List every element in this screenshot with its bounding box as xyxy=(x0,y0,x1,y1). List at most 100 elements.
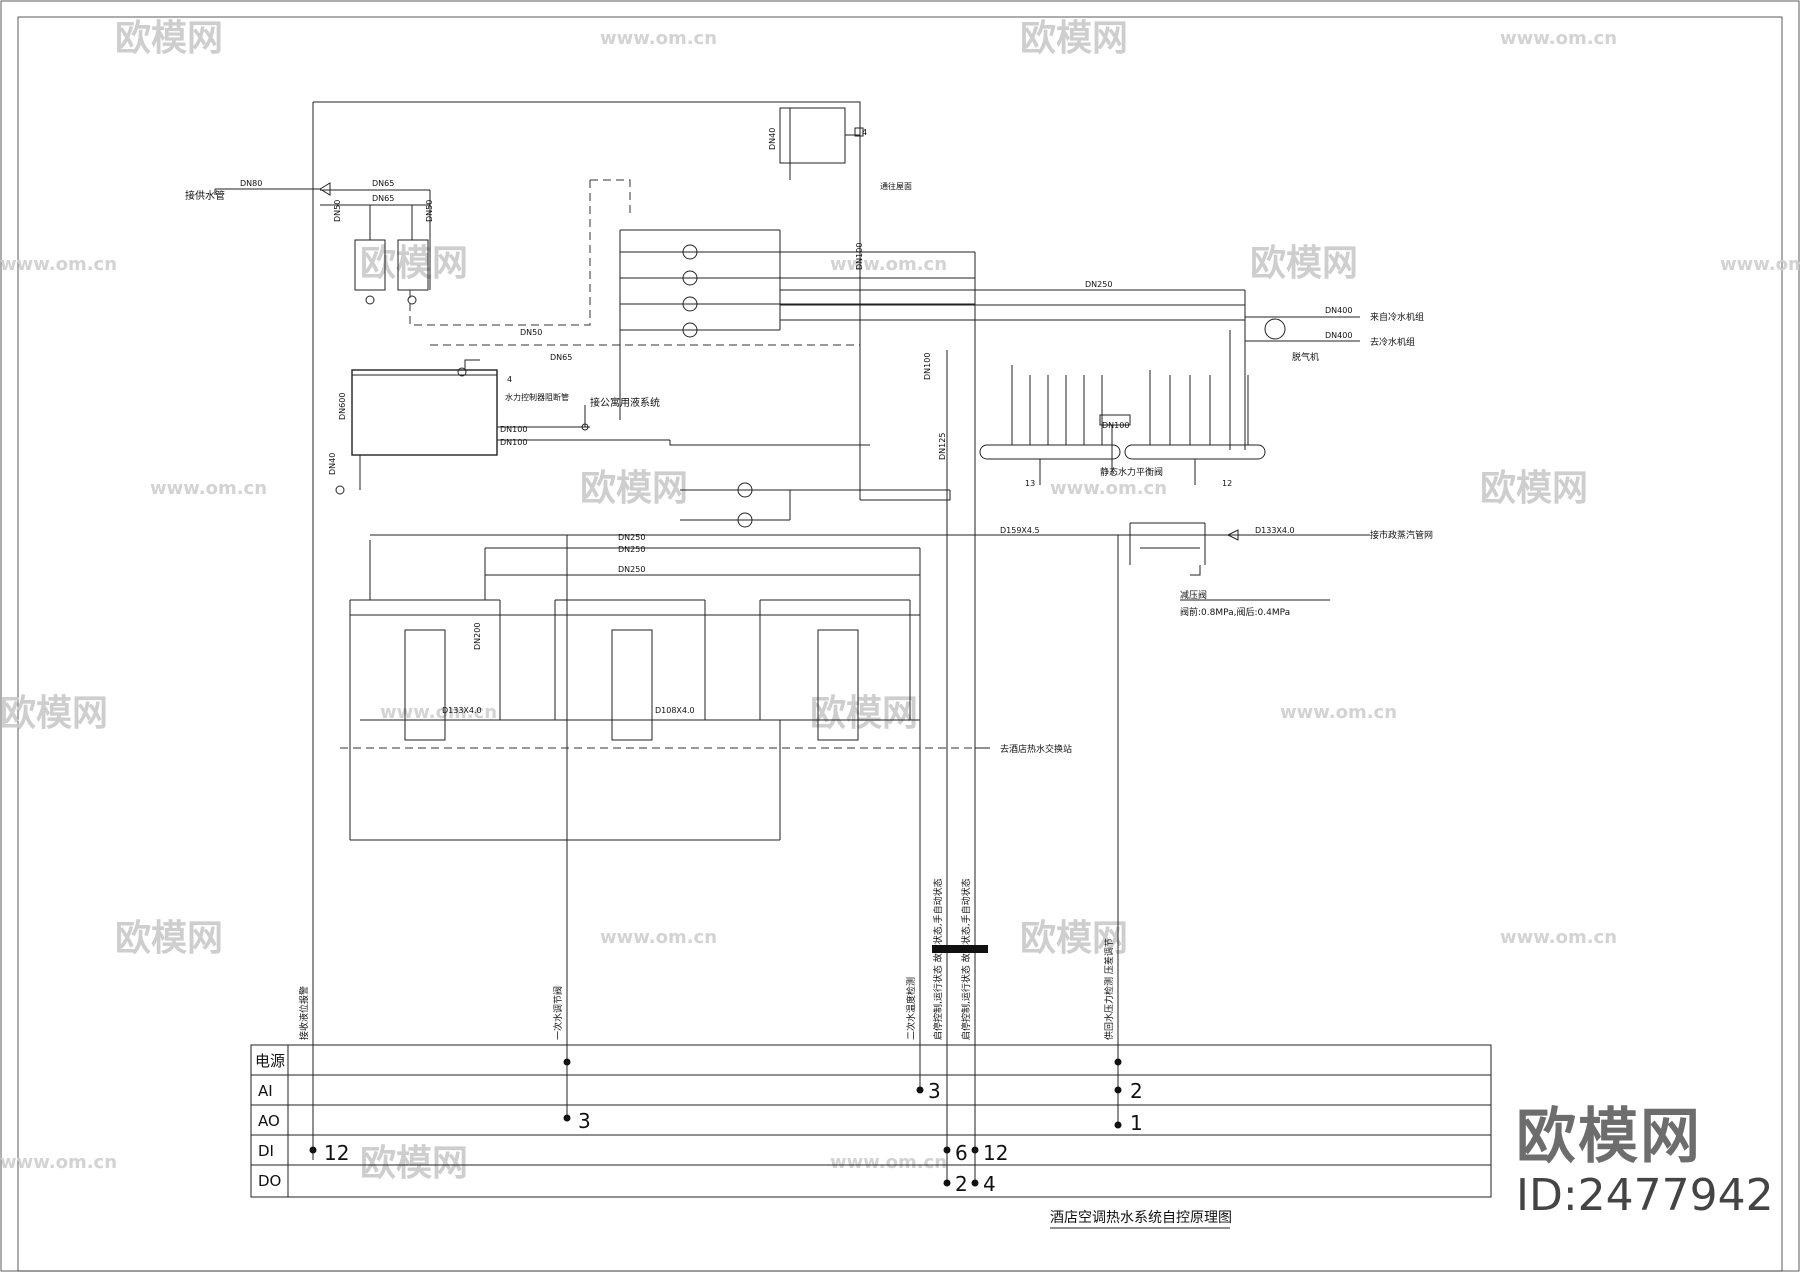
signal-pump-status-b: 启停控制,运行状态 故障状态,手自动状态 xyxy=(960,878,972,1040)
row-do: DO xyxy=(258,1172,281,1190)
makeup-tank-icon xyxy=(351,369,498,456)
collector-icon xyxy=(1124,444,1266,460)
watermark-logo: 欧模网 xyxy=(360,1143,468,1184)
row-ao: AO xyxy=(258,1112,280,1130)
drawing-frame xyxy=(17,16,1783,1272)
diagram-title: 酒店空调热水系统自控原理图 xyxy=(1050,1210,1232,1226)
pump-icon xyxy=(682,322,698,338)
watermark-logo: 欧模网 xyxy=(1250,243,1358,284)
signal-pump-status-a: 启停控制,运行状态 故障状态,手自动状态 xyxy=(932,878,944,1040)
watermark-url: www.om.cn xyxy=(1500,927,1617,948)
label-box-4: 4 xyxy=(507,375,512,384)
heat-exchanger-icon xyxy=(759,599,911,741)
watermark-url: www.om.cn xyxy=(600,927,717,948)
brand-logo-text: 欧模网 xyxy=(1516,1102,1702,1172)
softener-tank-icon xyxy=(397,239,429,291)
signal-primary-valve: 一次水调节阀 xyxy=(552,986,564,1040)
label-water-treat: 水力控制器阻断管 xyxy=(505,392,569,402)
label-water-supply: 接供水管 xyxy=(185,189,225,202)
label-dn200: DN200 xyxy=(473,623,482,650)
label-dn50: DN50 xyxy=(425,200,434,222)
label-dn100: DN100 xyxy=(1102,421,1129,430)
watermark-url: www.om.cn xyxy=(150,478,267,499)
row-power: 电源 xyxy=(255,1052,285,1070)
label-from-chiller: 来自冷水机组 xyxy=(1370,311,1424,323)
watermark-url: www.om.cn xyxy=(830,254,947,275)
label-dn400: DN400 xyxy=(1325,306,1352,315)
watermark-logo: 欧模网 xyxy=(1480,468,1588,509)
label-d108: D108X4.0 xyxy=(655,706,695,715)
piping xyxy=(214,101,1370,1185)
count-ai-temp: 3 xyxy=(928,1079,941,1103)
row-ai: AI xyxy=(258,1082,273,1100)
pump-icon xyxy=(682,296,698,312)
label-dn65: DN65 xyxy=(550,353,572,362)
signal-level-alarm: 接收液位报警 xyxy=(298,986,310,1040)
label-dn250: DN250 xyxy=(618,533,645,542)
label-dn250: DN250 xyxy=(618,545,645,554)
watermark-layer: 欧模网 欧模网 www.om.cn www.om.cn www.om.cn 欧模… xyxy=(0,18,1800,1184)
count-ai-press: 2 xyxy=(1130,1079,1143,1103)
control-table: 电源 AI AO DI DO 12 3 3 6 2 12 4 2 1 xyxy=(250,1044,1492,1198)
watermark-logo: 欧模网 xyxy=(580,468,688,509)
watermark-logo: 欧模网 xyxy=(0,693,108,734)
count-do-a: 2 xyxy=(955,1172,968,1196)
label-box-12: 12 xyxy=(1222,479,1232,488)
label-prv-spec: 阀前:0.8MPa,阀后:0.4MPa xyxy=(1180,606,1290,618)
label-dn600: DN600 xyxy=(338,393,347,420)
watermark-url: www.om.cn xyxy=(600,28,717,49)
signal-labels: 接收液位报警 一次水调节阀 二次水温度检测 启停控制,运行状态 故障状态,手自动… xyxy=(298,878,1115,1040)
label-dn100: DN100 xyxy=(500,438,527,447)
label-box-4: 4 xyxy=(862,128,867,137)
label-box-13: 13 xyxy=(1025,479,1035,488)
label-d159: D159X4.5 xyxy=(1000,526,1040,535)
label-dn100: DN100 xyxy=(855,243,864,270)
label-dn100: DN100 xyxy=(923,353,932,380)
pump-icon xyxy=(682,244,698,260)
label-dn40: DN40 xyxy=(328,453,337,475)
watermark-url: www.om.cn xyxy=(1500,28,1617,49)
label-dn50: DN50 xyxy=(333,200,342,222)
signal-secondary-temp: 二次水温度检测 xyxy=(905,977,917,1040)
label-dn65: DN65 xyxy=(372,194,394,203)
watermark-logo: 欧模网 xyxy=(1020,18,1128,59)
watermark-url: www.om.cn xyxy=(1050,478,1167,499)
count-ao-valve: 3 xyxy=(578,1109,591,1133)
cabinet-icon xyxy=(932,945,960,953)
pump-icon xyxy=(682,270,698,286)
label-drain: 通往屋面 xyxy=(880,181,912,191)
deaerator-icon xyxy=(1264,318,1286,340)
label-dn250: DN250 xyxy=(1085,280,1112,289)
label-dn400: DN400 xyxy=(1325,331,1352,340)
row-di: DI xyxy=(258,1142,274,1160)
label-dn100: DN100 xyxy=(500,425,527,434)
pump-icon xyxy=(737,512,753,528)
label-to-steam: 接市政蒸汽管网 xyxy=(1370,529,1433,541)
watermark-logo: 欧模网 xyxy=(1020,918,1128,959)
count-di-level: 12 xyxy=(324,1141,349,1165)
label-dn250: DN250 xyxy=(618,565,645,574)
label-d133-steam: D133X4.0 xyxy=(1255,526,1295,535)
heat-exchanger-icon xyxy=(554,599,706,741)
watermark-url: www.om.cn xyxy=(0,254,117,275)
cabinet-icon xyxy=(960,945,988,953)
label-dn125: DN125 xyxy=(938,433,947,460)
watermark-url: www.om.cn xyxy=(830,1152,947,1173)
label-dn80: DN80 xyxy=(240,179,262,188)
label-dn65: DN65 xyxy=(372,179,394,188)
label-to-hx: 去酒店热水交换站 xyxy=(1000,743,1072,755)
watermark-logo: 欧模网 xyxy=(115,18,223,59)
count-ao-press: 1 xyxy=(1130,1111,1143,1135)
brand-id: ID:2477942 xyxy=(1516,1170,1774,1221)
watermark-url: www.om.cn xyxy=(380,702,497,723)
count-di-a: 6 xyxy=(955,1141,968,1165)
label-prv: 减压阀 xyxy=(1180,589,1207,601)
watermark-url: www.om.cn xyxy=(1720,254,1800,275)
label-dn40: DN40 xyxy=(768,128,777,150)
count-do-b: 4 xyxy=(983,1172,996,1196)
pump-icon xyxy=(737,482,753,498)
count-di-b: 12 xyxy=(983,1141,1008,1165)
watermark-logo: 欧模网 xyxy=(810,693,918,734)
